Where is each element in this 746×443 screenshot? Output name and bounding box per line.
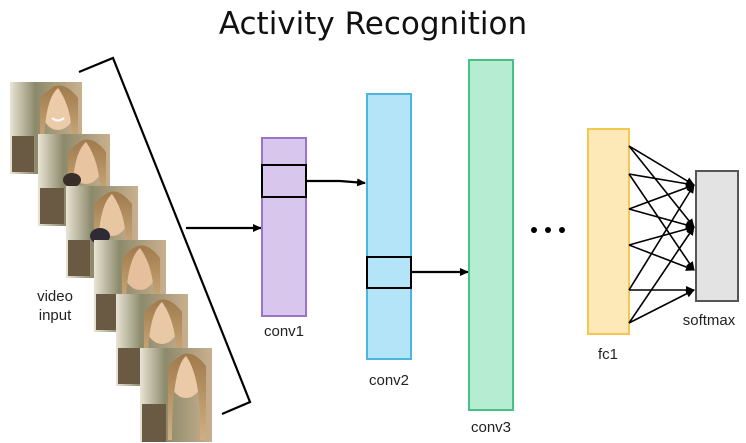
conv1-label: conv1 [263,323,305,340]
conv3-label: conv3 [470,419,512,436]
softmax-block [695,170,739,302]
video-input-label: video input [20,287,90,325]
video-input-label-line2: input [38,307,72,324]
diagram-title: Activity Recognition [218,6,528,42]
conv3-block [468,59,514,411]
softmax-label: softmax [682,312,736,329]
fc1-block [587,128,630,335]
conv2-label: conv2 [368,372,410,389]
input-bracket [78,56,252,416]
conv1-block [261,137,307,317]
video-frame [140,348,212,442]
fc1-to-softmax-connections [628,145,695,324]
fc1-label: fc1 [597,346,618,363]
ellipsis-dots [531,227,565,233]
video-input-label-line1: video [37,288,73,305]
conv1-to-conv2-arrow [306,178,366,187]
video-frames [10,82,212,442]
conv2-block [366,93,412,360]
